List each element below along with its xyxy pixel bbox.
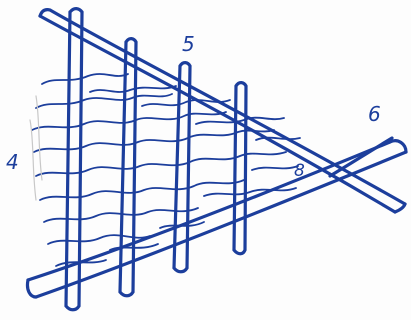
top-pole-end <box>40 10 405 212</box>
fibers <box>32 74 300 266</box>
pencil-shading <box>30 96 42 200</box>
bottom-pole <box>28 142 390 280</box>
label-5: 5 <box>182 34 195 54</box>
bottom-pole-edge <box>36 152 406 297</box>
label-8: 8 <box>294 163 305 180</box>
label-6: 6 <box>368 104 381 124</box>
stake-4 <box>234 83 246 254</box>
label-4: 4 <box>6 152 19 172</box>
